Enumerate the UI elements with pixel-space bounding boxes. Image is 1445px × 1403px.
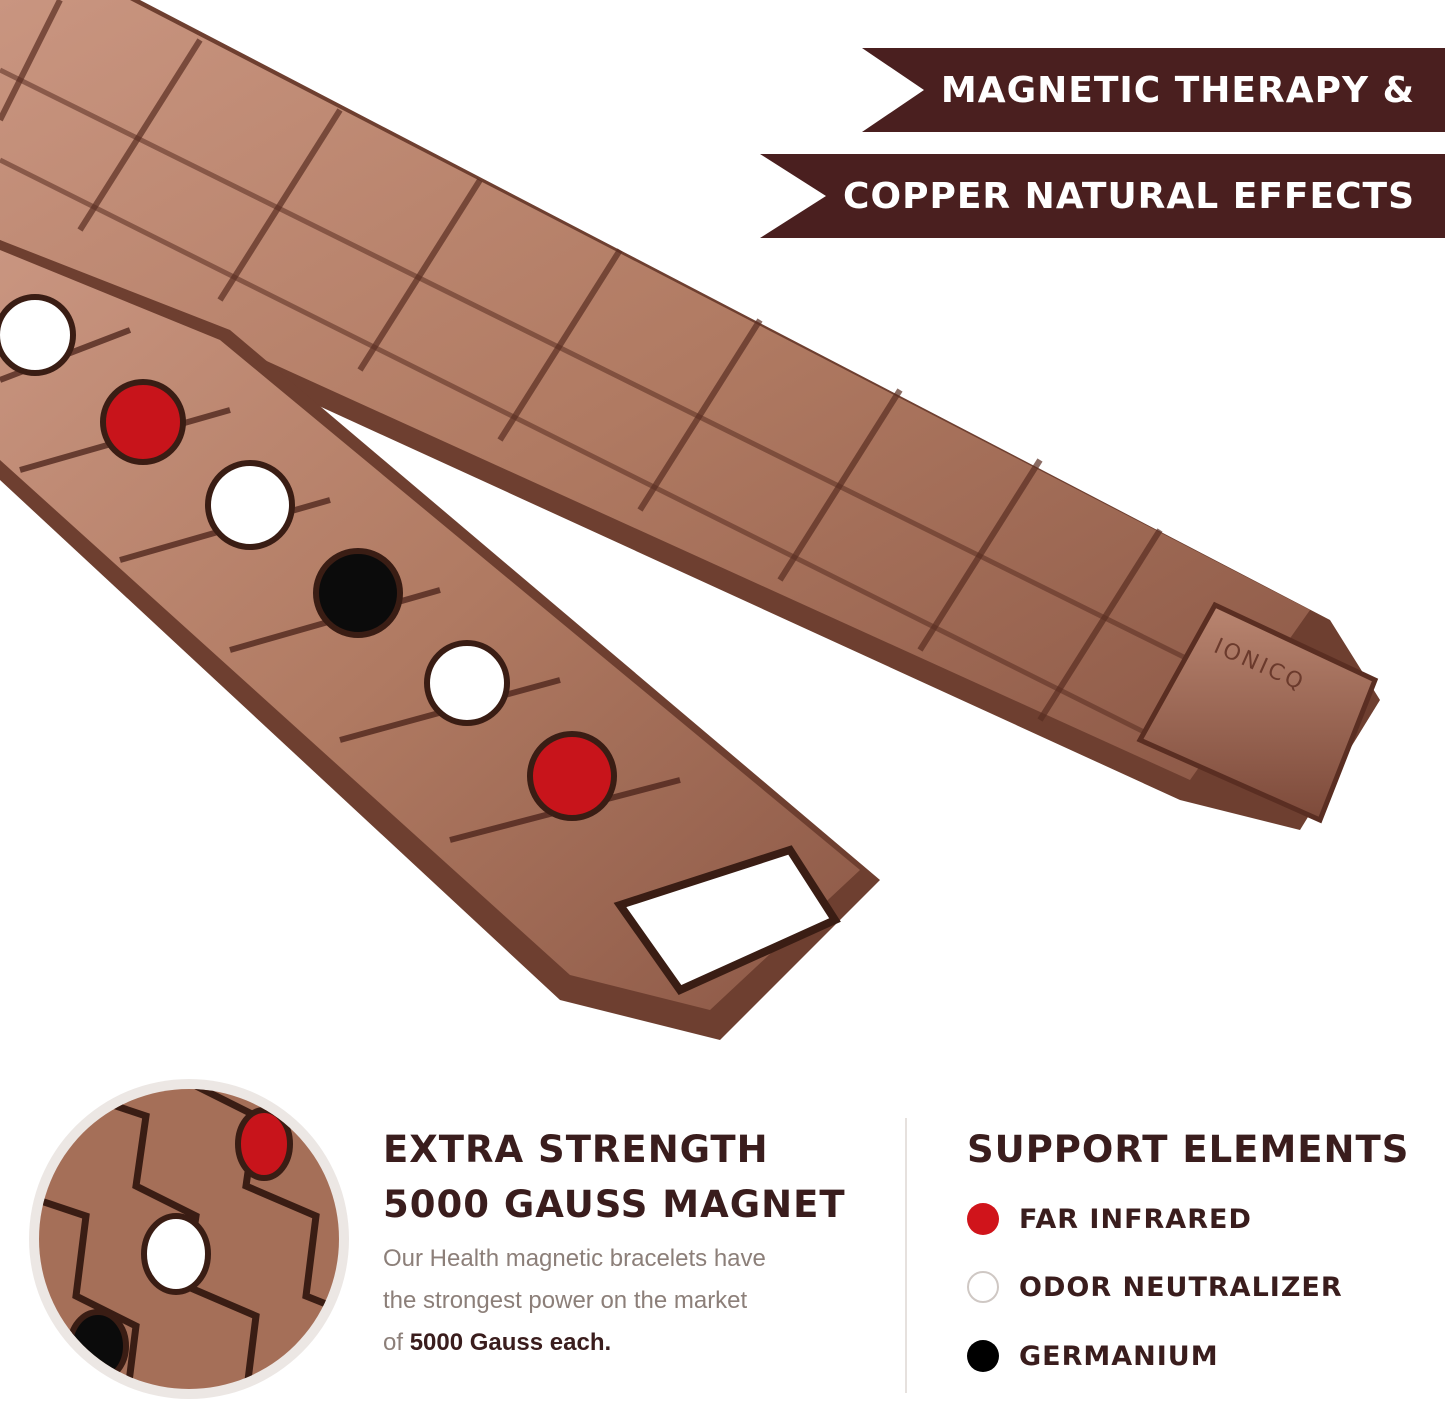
headline-line-2: COPPER NATURAL EFFECTS (843, 175, 1415, 217)
white-dot-icon (967, 1271, 999, 1303)
feature-body-line-3-prefix: of (383, 1329, 410, 1356)
feature-body-line-2: the strongest power on the market (383, 1287, 748, 1314)
element-label: ODOR NEUTRALIZER (1019, 1271, 1343, 1303)
feature-body-line-3: of 5000 Gauss each. (383, 1322, 853, 1364)
element-far-infrared: FAR INFRARED (967, 1199, 1252, 1239)
black-dot-icon (967, 1340, 999, 1372)
stone-white (205, 460, 295, 550)
feature-body-line-3-strong: 5000 Gauss each. (409, 1329, 612, 1356)
headline-line-1: MAGNETIC THERAPY & (940, 69, 1415, 111)
red-dot-icon (967, 1203, 999, 1235)
headline-banner-2: COPPER NATURAL EFFECTS (760, 154, 1445, 238)
upper-bracelet-band (0, 0, 1380, 830)
stone-red (100, 379, 186, 465)
stone-red (527, 731, 617, 821)
support-elements-title: SUPPORT ELEMENTS (967, 1128, 1410, 1171)
stone-black (313, 548, 403, 638)
element-odor-neutralizer: ODOR NEUTRALIZER (967, 1267, 1343, 1307)
feature-title-line-2: 5000 GAUSS MAGNET (383, 1183, 846, 1226)
stone-white (0, 294, 76, 376)
clasp: IONICQ (1136, 601, 1379, 824)
headline-banner-1: MAGNETIC THERAPY & (862, 48, 1445, 132)
stone-white (424, 640, 510, 726)
feature-title-line-1: EXTRA STRENGTH (383, 1128, 769, 1171)
feature-body-line-1: Our Health magnetic bracelets have (383, 1245, 766, 1272)
feature-title: EXTRA STRENGTH 5000 GAUSS MAGNET (383, 1122, 863, 1232)
stones (0, 294, 617, 821)
element-germanium: GERMANIUM (967, 1336, 1219, 1376)
bracelet-photo: IONICQ (0, 0, 1380, 1040)
element-label: GERMANIUM (1019, 1340, 1219, 1372)
section-divider (905, 1118, 907, 1393)
feature-description: Our Health magnetic bracelets have the s… (383, 1238, 853, 1364)
zoom-detail-image (29, 1079, 349, 1399)
element-label: FAR INFRARED (1019, 1203, 1252, 1235)
